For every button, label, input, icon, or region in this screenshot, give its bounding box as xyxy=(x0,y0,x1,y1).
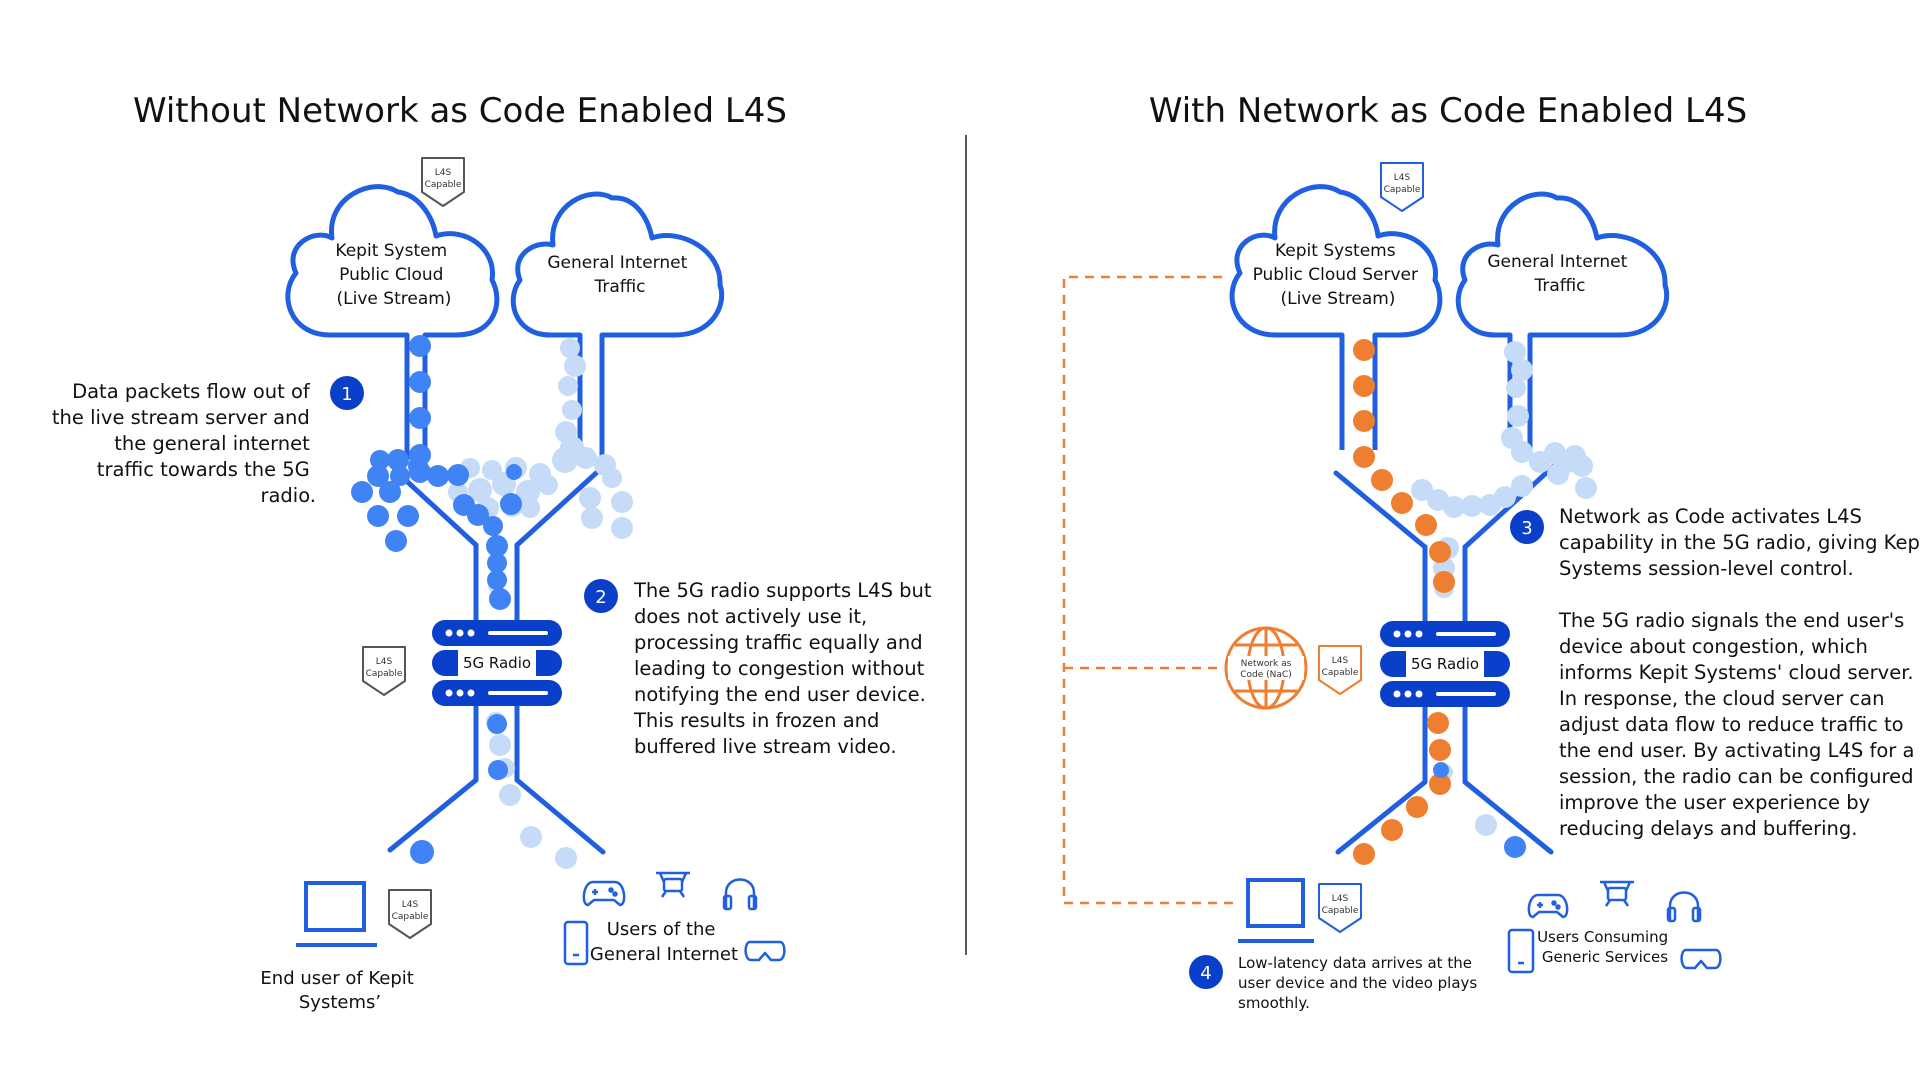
drone-icon xyxy=(1600,880,1634,907)
svg-text:Data packets flow out of: Data packets flow out of the live stream… xyxy=(52,380,316,507)
cloud1-line2: Public Cloud xyxy=(339,265,443,285)
svg-text:Code (NaC): Code (NaC) xyxy=(1240,670,1291,680)
svg-text:L4S: L4S xyxy=(402,900,419,910)
svg-text:Capable: Capable xyxy=(392,912,429,922)
left-funnel xyxy=(387,462,608,855)
svg-text:Capable: Capable xyxy=(425,180,462,190)
general-internet-cloud: General Internet Traffic xyxy=(510,191,725,470)
svg-text:3: 3 xyxy=(1521,518,1532,539)
step-3: 3 Network as Code activates L4S capabili… xyxy=(1510,505,1920,840)
svg-text:Kepit Systems Public C: Kepit Systems Public Cloud Server (Live … xyxy=(1253,241,1424,309)
cloud4-line1: General Internet xyxy=(1487,252,1627,272)
gamepad-icon xyxy=(582,880,626,907)
step-4: 4 Low-latency data arrives at the user d… xyxy=(1189,954,1482,1012)
svg-text:Capable: Capable xyxy=(1322,668,1359,678)
svg-text:4: 4 xyxy=(1200,963,1211,984)
l4s-badge-cloud-right: L4S Capable xyxy=(1380,162,1424,212)
left-panel: Without Network as Code Enabled L4S Kepi… xyxy=(52,91,938,1013)
left-radio-label: 5G Radio xyxy=(463,654,531,672)
svg-text:General Internet Traff: General Internet Traffic xyxy=(547,253,692,297)
live-stream-cloud: Kepit System Public Cloud (Live Stream) xyxy=(285,184,500,460)
svg-text:The 5G radio signals the end u: The 5G radio signals the end user's devi… xyxy=(1558,609,1920,840)
svg-text:Kepit System Public Cl: Kepit System Public Cloud (Live Stream) xyxy=(335,241,452,309)
right-panel: With Network as Code Enabled L4S Kepit S… xyxy=(1062,91,1920,1012)
svg-text:L4S: L4S xyxy=(376,657,393,667)
svg-text:L4S: L4S xyxy=(1332,894,1349,904)
drone-icon xyxy=(656,871,690,898)
svg-text:Capable: Capable xyxy=(1322,906,1359,916)
vr-headset-icon xyxy=(744,940,786,962)
right-radio-label: 5G Radio xyxy=(1411,655,1479,673)
nac-feedback-loop xyxy=(1062,275,1233,905)
svg-text:The 5G radio supports L4S but: The 5G radio supports L4S but does not a… xyxy=(633,579,938,758)
end-user-label: End user of Kepit Systems’ xyxy=(260,968,419,1013)
svg-text:Network as Code activates L4S: Network as Code activates L4S capability… xyxy=(1559,505,1920,580)
laptop-icon xyxy=(296,881,377,947)
svg-text:Capable: Capable xyxy=(366,669,403,679)
l4s-badge-laptop: L4S Capable xyxy=(388,889,432,939)
l4s-badge-cloud: L4S Capable xyxy=(421,157,465,207)
general-user-icons-right xyxy=(1507,880,1722,974)
cloud2-line1: General Internet xyxy=(547,253,687,273)
cloud3-line2: Public Cloud Server xyxy=(1253,265,1418,285)
right-packets xyxy=(1353,339,1597,865)
general-user-icons-left xyxy=(563,871,786,966)
left-packets xyxy=(351,335,633,869)
cloud1-line1: Kepit System xyxy=(335,241,447,261)
general-users-label: Users of the General Internet xyxy=(590,919,738,965)
cloud3-line3: (Live Stream) xyxy=(1281,289,1396,309)
generic-services-label: Users Consuming Generic Services xyxy=(1537,928,1673,966)
step-2: 2 The 5G radio supports L4S but does not… xyxy=(584,579,938,758)
gamepad-icon xyxy=(1527,893,1569,919)
svg-text:L4S: L4S xyxy=(435,168,452,178)
live-stream-server-cloud: Kepit Systems Public Cloud Server (Live … xyxy=(1229,184,1443,450)
cloud1-line3: (Live Stream) xyxy=(337,289,452,309)
headphones-icon xyxy=(722,878,758,911)
left-title: Without Network as Code Enabled L4S xyxy=(133,91,787,131)
left-5g-radio: 5G Radio xyxy=(432,620,562,706)
vr-headset-icon xyxy=(1680,948,1722,970)
svg-text:General Internet Traff: General Internet Traffic xyxy=(1487,252,1632,296)
cloud2-line2: Traffic xyxy=(593,277,645,297)
l4s-badge-laptop-right: L4S Capable xyxy=(1318,883,1362,933)
phone-icon xyxy=(563,920,589,966)
svg-text:L4S: L4S xyxy=(1394,173,1411,183)
general-internet-cloud-right: General Internet Traffic xyxy=(1455,191,1670,450)
svg-text:2: 2 xyxy=(595,587,606,608)
svg-text:L4S: L4S xyxy=(1332,656,1349,666)
l4s-badge-radio: L4S Capable xyxy=(362,646,406,696)
network-as-code-globe-icon: Network as Code (NaC) xyxy=(1224,626,1308,710)
step-1: 1 Data packets flow out of the live stre… xyxy=(52,376,364,507)
svg-text:Capable: Capable xyxy=(1384,185,1421,195)
svg-text:1: 1 xyxy=(341,384,352,405)
laptop-icon-right xyxy=(1238,878,1314,943)
right-title: With Network as Code Enabled L4S xyxy=(1149,91,1747,131)
cloud4-line2: Traffic xyxy=(1533,276,1585,296)
l4s-badge-radio-right: L4S Capable xyxy=(1318,645,1362,695)
headphones-icon xyxy=(1666,891,1702,923)
phone-icon xyxy=(1507,928,1535,974)
svg-text:Network as: Network as xyxy=(1241,659,1292,669)
right-5g-radio: 5G Radio xyxy=(1380,621,1510,707)
cloud3-line1: Kepit Systems xyxy=(1275,241,1396,261)
svg-text:Low-latency data arrives at th: Low-latency data arrives at the user dev… xyxy=(1238,954,1482,1012)
